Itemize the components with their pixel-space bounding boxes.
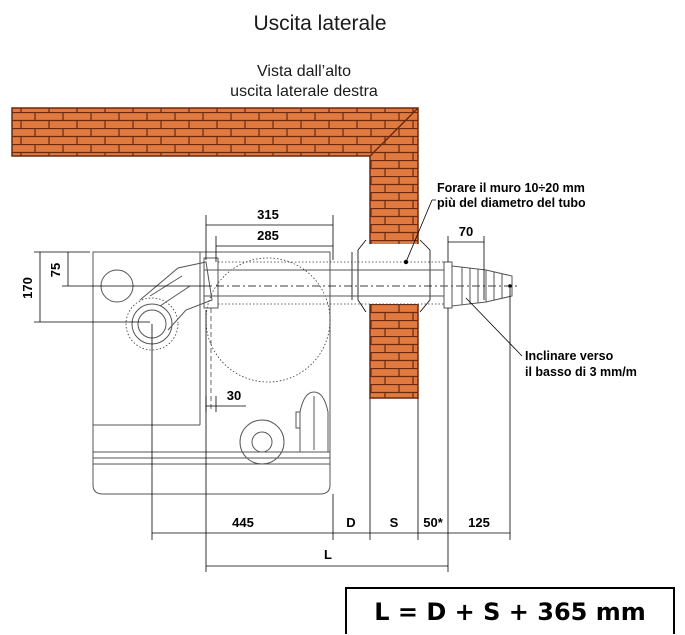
slope-note-line-1: Inclinare verso [525,349,614,363]
dim-D-label: D [346,515,355,530]
dimension-170: 170 [20,251,150,323]
dim-75-label: 75 [48,263,63,277]
left-rosette [357,239,367,313]
dimension-315: 315 [205,207,334,260]
slope-note-line-2: il basso di 3 mm/m [525,365,637,379]
page-title: Uscita laterale [253,12,386,35]
subtitle-line-1: Vista dall’alto [257,63,351,80]
dimension-285: 285 [215,228,333,262]
dimension-75: 75 [48,251,212,287]
dim-170-label: 170 [20,277,35,299]
drill-note: Forare il muro 10÷20 mm più del diametro… [405,181,586,263]
dimension-30: 30 [205,388,246,412]
flue-elbow [139,257,219,410]
dim-30-label: 30 [227,388,241,403]
drill-note-line-2: più del diametro del tubo [437,196,586,210]
dim-50-label: 50* [423,515,443,530]
drill-note-line-1: Forare il muro 10÷20 mm [437,181,585,195]
dim-445-label: 445 [232,515,254,530]
dim-70-label: 70 [459,224,473,239]
boiler-outline [92,251,331,495]
flue-pipe [216,259,520,309]
bottom-dimension-chain: 445 D S 50* 125 L [151,288,511,572]
right-rosette [419,239,431,313]
dim-L-label: L [324,547,332,562]
slope-note: Inclinare verso il basso di 3 mm/m [465,297,637,379]
dim-285-label: 285 [257,228,279,243]
formula-box: L = D + S + 365 mm [345,587,675,634]
dim-125-label: 125 [468,515,490,530]
dimension-70: 70 [447,224,485,300]
formula-text: L = D + S + 365 mm [374,598,645,626]
dim-315-label: 315 [257,207,279,222]
dim-S-label: S [390,515,399,530]
subtitle-line-2: uscita laterale destra [230,83,378,100]
wall-hole [352,244,432,304]
